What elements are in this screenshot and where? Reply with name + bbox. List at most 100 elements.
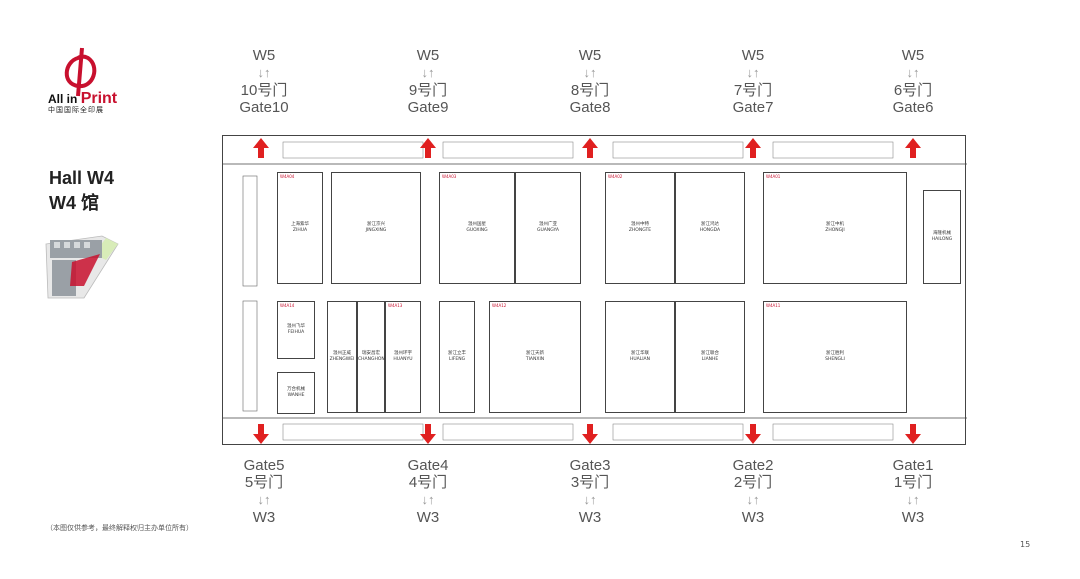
logo-cn-name: 中国国际全印展 [48, 106, 104, 114]
gate-hall-label: W5 [252, 47, 276, 64]
double-arrow-icon: ↓↑ [746, 65, 760, 80]
booth-label-en: GUOXING [466, 228, 488, 233]
booth-label-cn: 万合机械 [287, 387, 305, 392]
gate-hall-label: W5 [741, 47, 765, 64]
booth-label-en: TIANXIN [525, 357, 545, 362]
page-number: 15 [1020, 540, 1031, 549]
gate-en: Gate8 [569, 99, 611, 116]
gate-cn: 5号门 [244, 474, 284, 491]
double-arrow-icon: ↓↑ [746, 492, 760, 507]
gate-hall-label: W3 [252, 509, 276, 526]
gate-hall-label: W5 [901, 47, 925, 64]
booth-label-en: HAILONG [931, 237, 953, 242]
gate-arrow-icon [253, 138, 921, 444]
booth-label-cn: 温州环宇 [394, 351, 412, 356]
gate-cn: 1号门 [893, 474, 933, 491]
double-arrow-icon: ↓↑ [257, 492, 271, 507]
logo-wordmark: All in Print [48, 90, 117, 108]
gate-en: Gate5 [243, 457, 285, 474]
gate-cn: 4号门 [408, 474, 448, 491]
double-arrow-icon: ↓↑ [421, 65, 435, 80]
gate-cn: 6号门 [893, 82, 933, 99]
gate-cn: 10号门 [240, 82, 288, 99]
booth-label-cn: 浙江立丰 [448, 351, 466, 356]
logo-print: Print [80, 90, 118, 107]
gate-3: Gate3 3号门 ↓↑ W3 [545, 457, 635, 526]
gate-4: Gate4 4号门 ↓↑ W3 [383, 457, 473, 526]
logo-all-in: All in [48, 92, 78, 106]
booth-label-cn: 瑞安昌宏 [362, 351, 380, 356]
booth-label-en: CHANGHONG [358, 357, 389, 362]
booth-code: W4A14 [280, 303, 295, 308]
booth-label-cn: 浙江中机 [826, 222, 844, 227]
booth-label-en: ZIHUA [292, 228, 308, 233]
gate-6: W5 ↓↑ 6号门 Gate6 [868, 47, 958, 116]
booth-label-cn: 上海紫华 [291, 222, 309, 227]
double-arrow-icon: ↓↑ [421, 492, 435, 507]
hall-title-en: Hall W4 [49, 168, 115, 188]
booth-label-en: WANHE [287, 393, 305, 398]
gate-hall-label: W5 [578, 47, 602, 64]
booth-label-cn: 浙江天新 [526, 351, 544, 356]
hall-corridors [223, 138, 967, 444]
gate-hall-label: W3 [901, 509, 925, 526]
double-arrow-icon: ↓↑ [583, 492, 597, 507]
gate-9: W5 ↓↑ 9号门 Gate9 [383, 47, 473, 116]
gate-cn: 8号门 [570, 82, 610, 99]
gate-hall-label: W5 [416, 47, 440, 64]
gate-2: Gate2 2号门 ↓↑ W3 [708, 457, 798, 526]
booth-code: W4A04 [280, 174, 295, 179]
booth-label-en: ZHENGWEI [329, 357, 355, 362]
hall-title: Hall W4 W4 馆 [49, 166, 114, 216]
gate-en: Gate3 [569, 457, 611, 474]
gate-en: Gate6 [892, 99, 934, 116]
booth-label-en: LIANHE [701, 357, 719, 362]
booth-code: W4A12 [492, 303, 507, 308]
booth-code: W4A01 [766, 174, 781, 179]
gate-hall-label: W3 [416, 509, 440, 526]
double-arrow-icon: ↓↑ [583, 65, 597, 80]
hall-location-minimap [45, 235, 119, 299]
booth-code: W4A02 [608, 174, 623, 179]
booth-label-en: ZHONGTE [628, 228, 652, 233]
booth-label-cn: 温州中特 [631, 222, 649, 227]
booth-label-en: HONGDA [699, 228, 721, 233]
gate-en: Gate1 [892, 457, 934, 474]
booth-label-cn: 浙江鸿达 [701, 222, 719, 227]
booth-label-cn: 浙江胜利 [826, 351, 844, 356]
booth-label-en: ZHONGJI [825, 228, 845, 233]
booth-label-en: GUANGYA [537, 228, 559, 233]
gate-en: Gate9 [407, 99, 449, 116]
double-arrow-icon: ↓↑ [906, 65, 920, 80]
